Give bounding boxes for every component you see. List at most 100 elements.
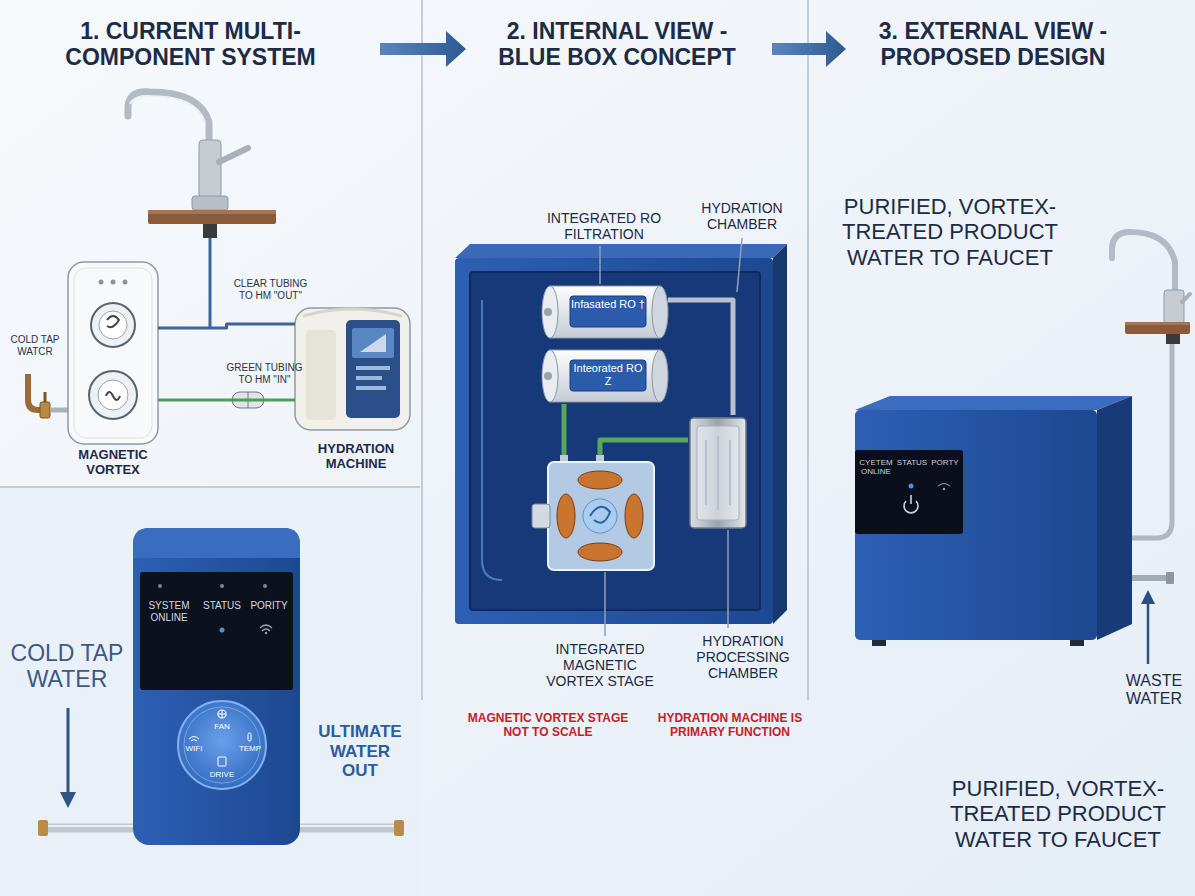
panel-label: PORTY xyxy=(930,458,960,467)
hydration-machine-drawing-part xyxy=(356,376,382,380)
proposed-unit-drawing-part xyxy=(909,484,914,489)
inlet-label: COLD TAP WATCR xyxy=(4,334,66,357)
hydration-machine-drawing-part xyxy=(356,386,386,390)
vortex-unit-drawing-part xyxy=(74,268,152,438)
faucet-drawing-part xyxy=(1166,572,1174,584)
hydration-machine-drawing xyxy=(295,308,410,430)
control-dial: FANWIFITEMPDRIVE xyxy=(177,700,267,790)
hydration-machine-drawing-part xyxy=(346,320,400,418)
proposed-unit-drawing-part xyxy=(855,410,1097,640)
ro-cartridge-drawing-part xyxy=(652,350,668,402)
part-label: INTEGRATED RO FILTRATION xyxy=(540,210,668,242)
vortex-unit-drawing-part xyxy=(107,316,119,327)
faucet-drawing-part xyxy=(1166,334,1180,344)
cold-tap-valve xyxy=(28,374,68,418)
housing-drawing-part xyxy=(482,300,502,580)
water-pipes-part xyxy=(44,824,133,833)
callout: PURIFIED, VORTEX-TREATED PRODUCT WATER T… xyxy=(840,194,1060,270)
step-arrow-part xyxy=(772,31,846,67)
proposed-unit-drawing xyxy=(855,396,1132,646)
vortex-stage-drawing-part xyxy=(590,507,610,523)
water-pipes-part xyxy=(300,824,398,833)
faucet-drawing-part xyxy=(1141,590,1155,604)
panel-dividers-part xyxy=(0,486,420,488)
proposed-unit-drawing-part xyxy=(910,495,912,504)
chamber-drawing-part xyxy=(706,436,730,510)
faucet-drawing-part xyxy=(192,196,228,210)
faucet-drawing-part xyxy=(1182,294,1190,302)
ro-cartridge-drawing-part xyxy=(550,286,660,338)
vortex-stage-drawing-part xyxy=(548,462,654,570)
panel-label: STATUS xyxy=(895,458,929,467)
panel-dividers-part xyxy=(421,0,423,700)
step-arrow-part xyxy=(380,31,466,67)
callout: PURIFIED, VORTEX-TREATED PRODUCT WATER T… xyxy=(948,776,1168,852)
vortex-stage-drawing-part xyxy=(532,504,550,528)
proposed-unit-drawing-part xyxy=(855,396,1132,410)
panel-heading: 2. INTERNAL VIEW - BLUE BOX CONCEPT xyxy=(482,18,752,71)
dial-label: TEMP xyxy=(235,744,265,753)
proposed-unit-drawing-part xyxy=(943,488,945,490)
blue-unit-drawing-part xyxy=(218,757,226,766)
faucet-drawing-part xyxy=(209,238,212,328)
vortex-stage-drawing-part xyxy=(557,494,575,538)
vortex-unit-drawing-part xyxy=(99,280,104,285)
hydration-machine-drawing-part xyxy=(295,308,410,430)
panel-label: SYSTEM ONLINE xyxy=(141,600,197,623)
vortex-stage-drawing xyxy=(532,455,654,570)
vortex-unit-drawing-part xyxy=(99,311,127,339)
leader-line-part xyxy=(737,238,742,292)
faucet-drawing-part xyxy=(203,224,217,238)
internal-tube xyxy=(600,440,688,455)
part-label: HYDRATION CHAMBER xyxy=(692,200,792,232)
water-pipes-part xyxy=(60,792,76,808)
proposed-unit-drawing-part xyxy=(872,640,886,646)
blue-unit-drawing-part xyxy=(133,528,300,558)
panel-heading: 1. CURRENT MULTI-COMPONENT SYSTEM xyxy=(18,18,363,71)
water-pipes-part xyxy=(300,825,398,827)
blue-unit: SYSTEM ONLINESTATUSPORITYFANWIFITEMPDRIV… xyxy=(133,528,300,845)
hydration-machine-drawing-part xyxy=(356,366,390,370)
vortex-stage-drawing-part xyxy=(583,499,617,533)
vortex-unit-drawing xyxy=(68,262,158,444)
ro-cartridge-drawing-part xyxy=(544,308,552,316)
faucet-drawing-part xyxy=(148,210,276,224)
vortex-stage: INTEGRATED MAGNETIC VORTEX STAGE xyxy=(530,455,670,700)
panel-dividers xyxy=(0,0,808,700)
clear-tubing xyxy=(158,324,295,328)
dial-label: FAN xyxy=(207,722,237,731)
ro-cartridge-drawing-part xyxy=(544,372,552,380)
hydration-machine: HYDRATION MACHINE xyxy=(295,302,417,478)
housing-drawing xyxy=(455,244,787,624)
unit-name: MAGNETIC VORTEX xyxy=(68,448,158,478)
cold-tap-valve-part xyxy=(40,402,50,418)
blue-unit-drawing-part xyxy=(158,584,162,588)
water-pipes-part xyxy=(394,820,404,836)
faucet-drawing-part xyxy=(199,140,221,198)
leader-line-part xyxy=(599,246,601,284)
faucet-drawing-part xyxy=(1164,290,1184,324)
faucet-drawing-part xyxy=(1147,602,1150,664)
ro-cartridge-drawing-part xyxy=(542,350,558,402)
ro-cartridge-drawing-part xyxy=(542,286,558,338)
blue-unit-drawing-part xyxy=(178,701,266,789)
vortex-unit-drawing-part xyxy=(89,371,137,419)
proposed-unit-drawing-part xyxy=(1097,396,1132,640)
unit-name: HYDRATION MACHINE xyxy=(295,442,417,472)
proposed-unit-drawing-part xyxy=(1070,640,1084,646)
vortex-unit-drawing-part xyxy=(91,303,135,347)
blue-unit-drawing-part xyxy=(263,584,267,588)
hydration-machine-drawing-part xyxy=(303,309,402,316)
leader-line-part xyxy=(604,572,606,636)
proposed-unit: CYETEM ONLINESTATUSPORTY xyxy=(855,396,1135,640)
vortex-unit-drawing-part xyxy=(106,392,120,400)
faucet-drawing-part xyxy=(1132,575,1170,581)
faucet-drawing-part xyxy=(128,92,209,150)
blue-unit-drawing xyxy=(133,528,300,845)
blue-unit-drawing-part xyxy=(220,628,225,633)
vortex-unit: MAGNETIC VORTEX xyxy=(68,258,158,480)
vortex-stage-drawing-part xyxy=(578,471,622,489)
